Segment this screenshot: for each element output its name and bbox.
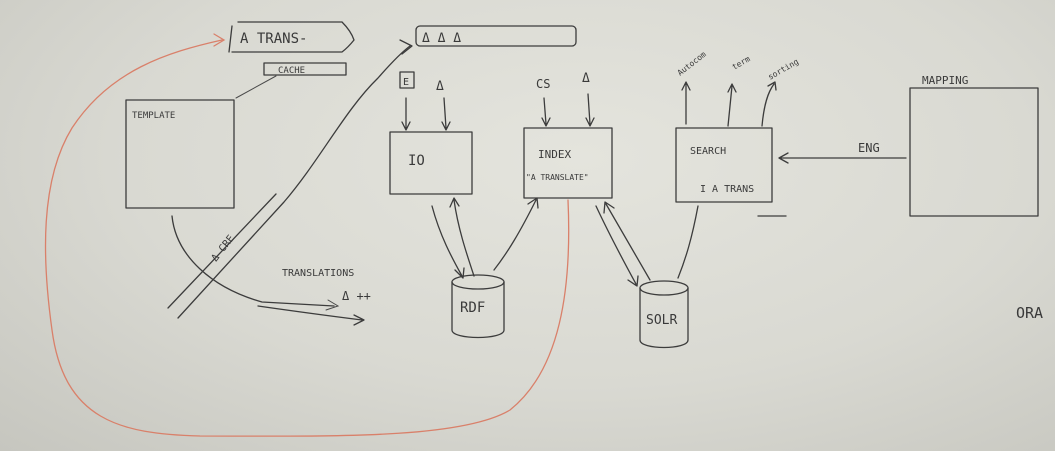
io-node: IO (389, 131, 473, 195)
a-trans-label: A TRANS- (240, 31, 307, 47)
e-input-label: E (403, 77, 409, 88)
translations-note: TRANSLATIONS Δ ++ (171, 215, 371, 326)
delta-input-label: Δ (436, 79, 444, 94)
delta-plus-label: Δ ++ (342, 289, 371, 303)
index-inputs: CS Δ (536, 71, 595, 127)
cs-label: CS (536, 77, 550, 91)
output-3-label: sorting (767, 57, 801, 82)
search-node: SEARCH I A TRANS (675, 127, 787, 217)
cut-off-label: ORA (1016, 304, 1043, 322)
rdf-store: RDF (451, 274, 505, 339)
search-label: SEARCH (690, 146, 726, 157)
translations-label: TRANSLATIONS (282, 268, 354, 279)
search-outputs: Autocom term sorting (676, 50, 801, 127)
rdf-index-arrow (493, 197, 539, 271)
template-node: TEMPLATE (125, 99, 235, 209)
solr-store: SOLR (639, 280, 689, 349)
io-inputs: E Δ (399, 71, 451, 131)
index-label: INDEX (538, 148, 571, 161)
cut-off-note: ORA (1016, 304, 1043, 322)
mapping-node: MAPPING (909, 74, 1039, 217)
io-label: IO (408, 153, 425, 169)
index-sub-label: "A TRANSLATE" (526, 173, 589, 182)
index-node: INDEX "A TRANSLATE" (523, 127, 613, 199)
delta-create-label: Δ CRE (210, 233, 237, 263)
index-solr-arrows (595, 201, 651, 287)
triangles-bar: Δ Δ Δ (415, 25, 577, 47)
mapping-label: MAPPING (922, 74, 968, 87)
io-rdf-arrows (431, 197, 475, 279)
solr-search-arrow (677, 205, 699, 279)
eng-input: ENG (778, 141, 907, 164)
cache-node: CACHE (235, 62, 347, 99)
cache-label: CACHE (278, 66, 305, 76)
search-sub-label: I A TRANS (700, 184, 754, 195)
triangles-label: Δ Δ Δ (422, 31, 461, 46)
eng-label: ENG (858, 141, 880, 155)
a-trans-node: A TRANS- (228, 21, 355, 53)
output-1-label: Autocom (676, 50, 708, 78)
template-label: TEMPLATE (132, 111, 175, 121)
rdf-label: RDF (460, 300, 485, 316)
output-2-label: term (731, 54, 752, 72)
delta-index-label: Δ (582, 71, 590, 86)
solr-label: SOLR (646, 313, 677, 328)
red-feedback-loop (44, 33, 570, 437)
